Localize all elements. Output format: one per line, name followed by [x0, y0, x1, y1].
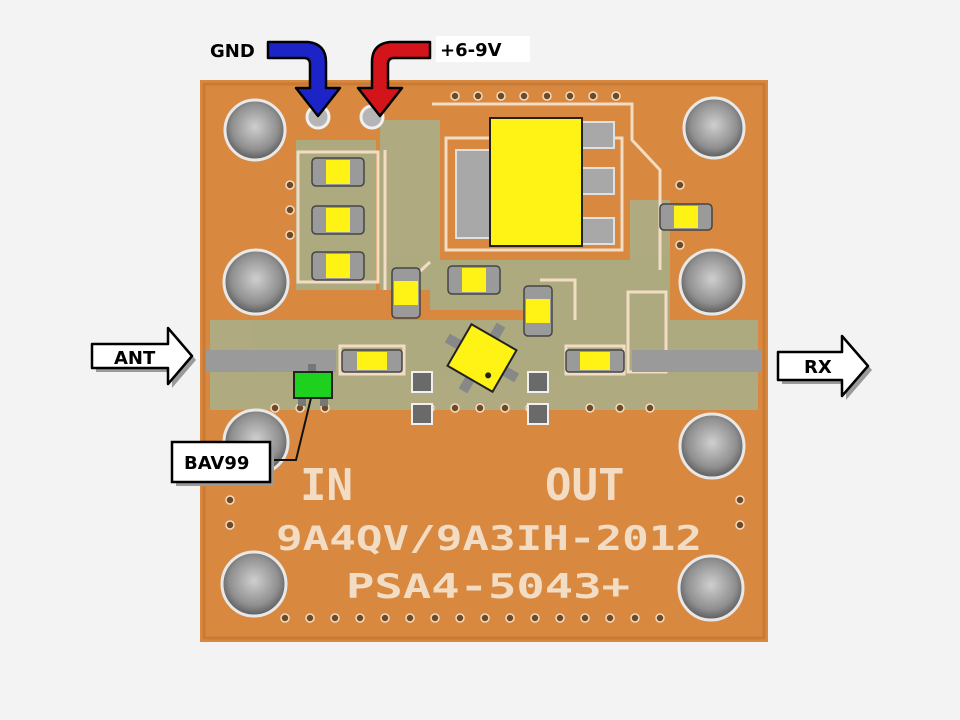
- smd-components: [311, 157, 713, 373]
- smd-cap-input: [341, 349, 403, 373]
- rf-line-output: [632, 350, 762, 372]
- bav99-label: BAV99: [184, 453, 249, 474]
- gnd-label: GND: [210, 41, 255, 62]
- smd-cap-4: [447, 265, 501, 295]
- rf-line-input: [206, 350, 336, 372]
- smd-cap-1: [311, 157, 365, 187]
- silk-out: OUT: [545, 460, 624, 511]
- vcc-label-bg: [436, 36, 530, 62]
- board-edge: [202, 82, 766, 640]
- smd-res-vertical-1: [391, 267, 421, 319]
- rx-label: RX: [804, 357, 832, 378]
- ant-arrow: [90, 326, 196, 388]
- voltage-regulator: [455, 117, 615, 247]
- bav99-leader-line: [270, 397, 312, 461]
- gnd-arrow: [266, 40, 342, 118]
- vcc-arrow: [356, 40, 432, 118]
- smd-cap-3: [311, 251, 365, 281]
- silk-part: PSA4-5043+: [346, 567, 630, 607]
- vcc-label: +6-9V: [440, 40, 502, 61]
- amplifier-ic: [444, 322, 520, 394]
- bav99-label-box: [170, 440, 274, 486]
- bav99-diode: [293, 364, 333, 406]
- silk-credit: 9A4QV/9A3IH-2012: [276, 519, 702, 559]
- silk-in: IN: [300, 460, 353, 511]
- small-pads: [411, 371, 549, 425]
- smd-cap-output: [565, 349, 625, 373]
- smd-res-vertical-2: [523, 285, 553, 337]
- ant-label: ANT: [114, 348, 156, 369]
- smd-cap-5: [659, 203, 713, 231]
- rx-arrow: [776, 334, 872, 400]
- smd-cap-2: [311, 205, 365, 235]
